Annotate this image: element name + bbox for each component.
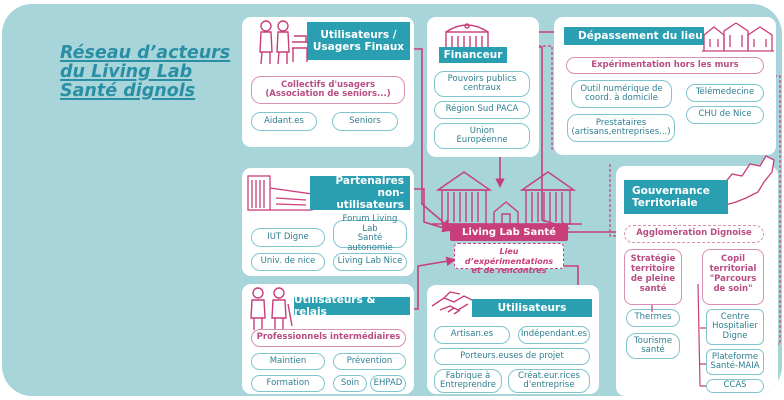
box-copil-territorial: Copil territorial "Parcours de soin" <box>702 249 764 305</box>
strategie-line4: santé <box>639 284 667 294</box>
tag-union-europeenne: Union Européenne <box>434 123 530 149</box>
tag-plateforme-line2: Santé-MAIA <box>710 361 760 371</box>
tag-fabrique-line2: Entreprendre <box>440 380 496 390</box>
seniors-bench-illustration <box>259 20 308 65</box>
tag-forum-line2: Santé autonomie <box>347 233 393 253</box>
tag-tourisme-line2: santé <box>641 345 665 355</box>
tag-chu-nice: CHU de Nice <box>686 106 764 124</box>
header-financeur: Financeur <box>439 47 507 63</box>
diagram-title: Réseau d’acteurs du Living Lab Santé dig… <box>60 44 230 101</box>
tag-experimentation-hors-murs: Expérimentation hors les murs <box>566 57 764 74</box>
gouvernance-tree-lines <box>651 283 706 387</box>
strategie-line2: territoire <box>631 264 675 274</box>
living-lab-subtitle-line2: et de rencontres <box>471 266 547 275</box>
copil-line3: "Parcours <box>709 274 757 284</box>
tag-telemedecine: Télémedecine <box>686 84 764 102</box>
tag-collectifs-usagers: Collectifs d'usagers (Association de sen… <box>251 76 405 104</box>
tag-professionnels-intermediaires: Professionnels intermédiaires <box>251 329 406 347</box>
tag-centre-line3: Digne <box>722 330 748 341</box>
header-partenaires-line2: non-utilisateurs <box>336 187 404 211</box>
strategie-line1: Stratégie <box>630 254 676 264</box>
tag-centre-line2: Hospitalier <box>712 321 758 332</box>
tag-thermes: Thermes <box>626 309 680 327</box>
tag-createurs-entreprise: Créat.eur.rices d'entreprise <box>508 369 590 393</box>
tag-fabrique-entreprendre: Fabrique à Entreprendre <box>434 369 502 393</box>
tag-artisans: Artisan.es <box>434 326 510 344</box>
header-utilisateurs: Utilisateurs <box>472 299 592 317</box>
tag-seniors: Seniors <box>332 112 398 131</box>
copil-line4: de soin" <box>713 284 753 294</box>
tag-prestataires-line2: (artisans,entreprises...) <box>571 127 671 137</box>
tag-univ-nice: Univ. de nice <box>251 253 325 271</box>
title-line-2: du Living Lab <box>60 62 193 82</box>
tag-prestataires: Prestataires (artisans,entreprises...) <box>567 114 675 142</box>
tag-agglomeration-dignoise: Agglomération Dignoise <box>624 225 764 243</box>
tag-outil-numerique: Outil numérique de coord. à domicile <box>571 80 672 108</box>
tag-aidants: Aidant.es <box>251 112 317 131</box>
tag-forum-line1: Forum Living Lab <box>342 214 398 234</box>
tag-createurs-line2: d'entreprise <box>523 380 575 390</box>
header-depassement: Dépassement du lieu <box>564 27 704 45</box>
header-gouvernance-line2: Territoriale <box>632 197 698 209</box>
tag-prestataires-line1: Prestataires <box>595 117 647 128</box>
header-usagers-finaux: Utilisateurs / Usagers Finaux <box>307 22 410 60</box>
tag-pouvoirs-line2: centraux <box>463 83 501 93</box>
tag-pouvoirs-publics: Pouvoirs publics centraux <box>434 71 530 97</box>
handshake-illustration <box>431 291 481 315</box>
tag-ue-line1: Union <box>469 125 495 136</box>
header-relais: Utilisateurs & relais <box>294 294 410 318</box>
copil-line1: Copil <box>721 254 745 264</box>
tag-ue-line2: Européenne <box>456 135 508 145</box>
box-strategie-territoire: Stratégie territoire de pleine santé <box>624 249 682 305</box>
tag-collectifs-line1: Collectifs d'usagers <box>280 79 376 90</box>
arrow-partenaires <box>409 188 452 233</box>
living-lab-subtitle-line1: Lieu d’expérimentations <box>464 247 554 266</box>
tag-outil-line2: coord. à domicile <box>585 93 658 103</box>
tag-ccas: CCAS <box>706 379 764 393</box>
tag-plateforme-sante-maia: Plateforme Santé-MAIA <box>706 349 764 375</box>
tag-outil-line1: Outil numérique de <box>580 83 663 94</box>
tag-maintien: Maintien <box>251 353 325 370</box>
tag-soin: Soin <box>333 375 367 392</box>
header-partenaires: Partenaires non-utilisateurs <box>310 175 410 211</box>
title-line-1: Réseau d’acteurs <box>60 43 231 63</box>
tag-tourisme-sante: Tourisme santé <box>626 333 680 359</box>
living-lab-title: Living Lab Santé <box>450 224 568 241</box>
tag-living-lab-nice: Living Lab Nice <box>333 253 407 271</box>
living-lab-buildings-illustration <box>432 171 582 225</box>
houses-illustration <box>702 22 774 52</box>
header-partenaires-line1: Partenaires <box>335 175 404 187</box>
tag-createurs-line1: Créat.eur.rices <box>518 370 580 381</box>
tag-independants: Indépendant.es <box>518 326 590 344</box>
header-gouvernance-line1: Gouvernance <box>632 185 710 197</box>
arrow-usagers-finaux <box>409 48 452 230</box>
tag-plateforme-line1: Plateforme <box>711 351 759 362</box>
caregivers-illustration <box>250 287 293 330</box>
tag-pouvoirs-line1: Pouvoirs publics <box>447 73 517 84</box>
copil-line2: territorial <box>709 264 757 274</box>
tag-tourisme-line1: Tourisme <box>633 335 673 346</box>
campus-illustration <box>247 175 313 211</box>
tag-centre-hospitalier: Centre Hospitalier Digne <box>706 309 764 345</box>
header-usagers-finaux-line2: Usagers Finaux <box>312 41 405 53</box>
strategie-line3: de pleine <box>630 274 676 284</box>
tag-prevention: Prévention <box>333 353 406 370</box>
tag-fabrique-line1: Fabrique à <box>445 370 491 381</box>
diagram-canvas: Réseau d’acteurs du Living Lab Santé dig… <box>2 4 782 396</box>
tag-forum-living-lab: Forum Living Lab Santé autonomie <box>333 214 407 252</box>
tag-formation: Formation <box>251 375 325 392</box>
tag-porteurs-projet: Porteurs.euses de projet <box>434 348 590 365</box>
living-lab-subtitle: Lieu d’expérimentations et de rencontres <box>454 243 564 275</box>
tag-ehpad: EHPAD <box>370 375 406 392</box>
title-line-3: Santé dignols <box>60 81 196 101</box>
header-usagers-finaux-line1: Utilisateurs / <box>320 29 397 41</box>
tag-iut-digne: IUT Digne <box>251 228 325 247</box>
tag-region-sud-paca: Région Sud PACA <box>434 101 530 119</box>
tag-centre-line1: Centre <box>720 311 750 322</box>
tag-collectifs-line2: (Association de seniors...) <box>265 89 391 99</box>
header-gouvernance: Gouvernance Territoriale <box>624 180 728 214</box>
